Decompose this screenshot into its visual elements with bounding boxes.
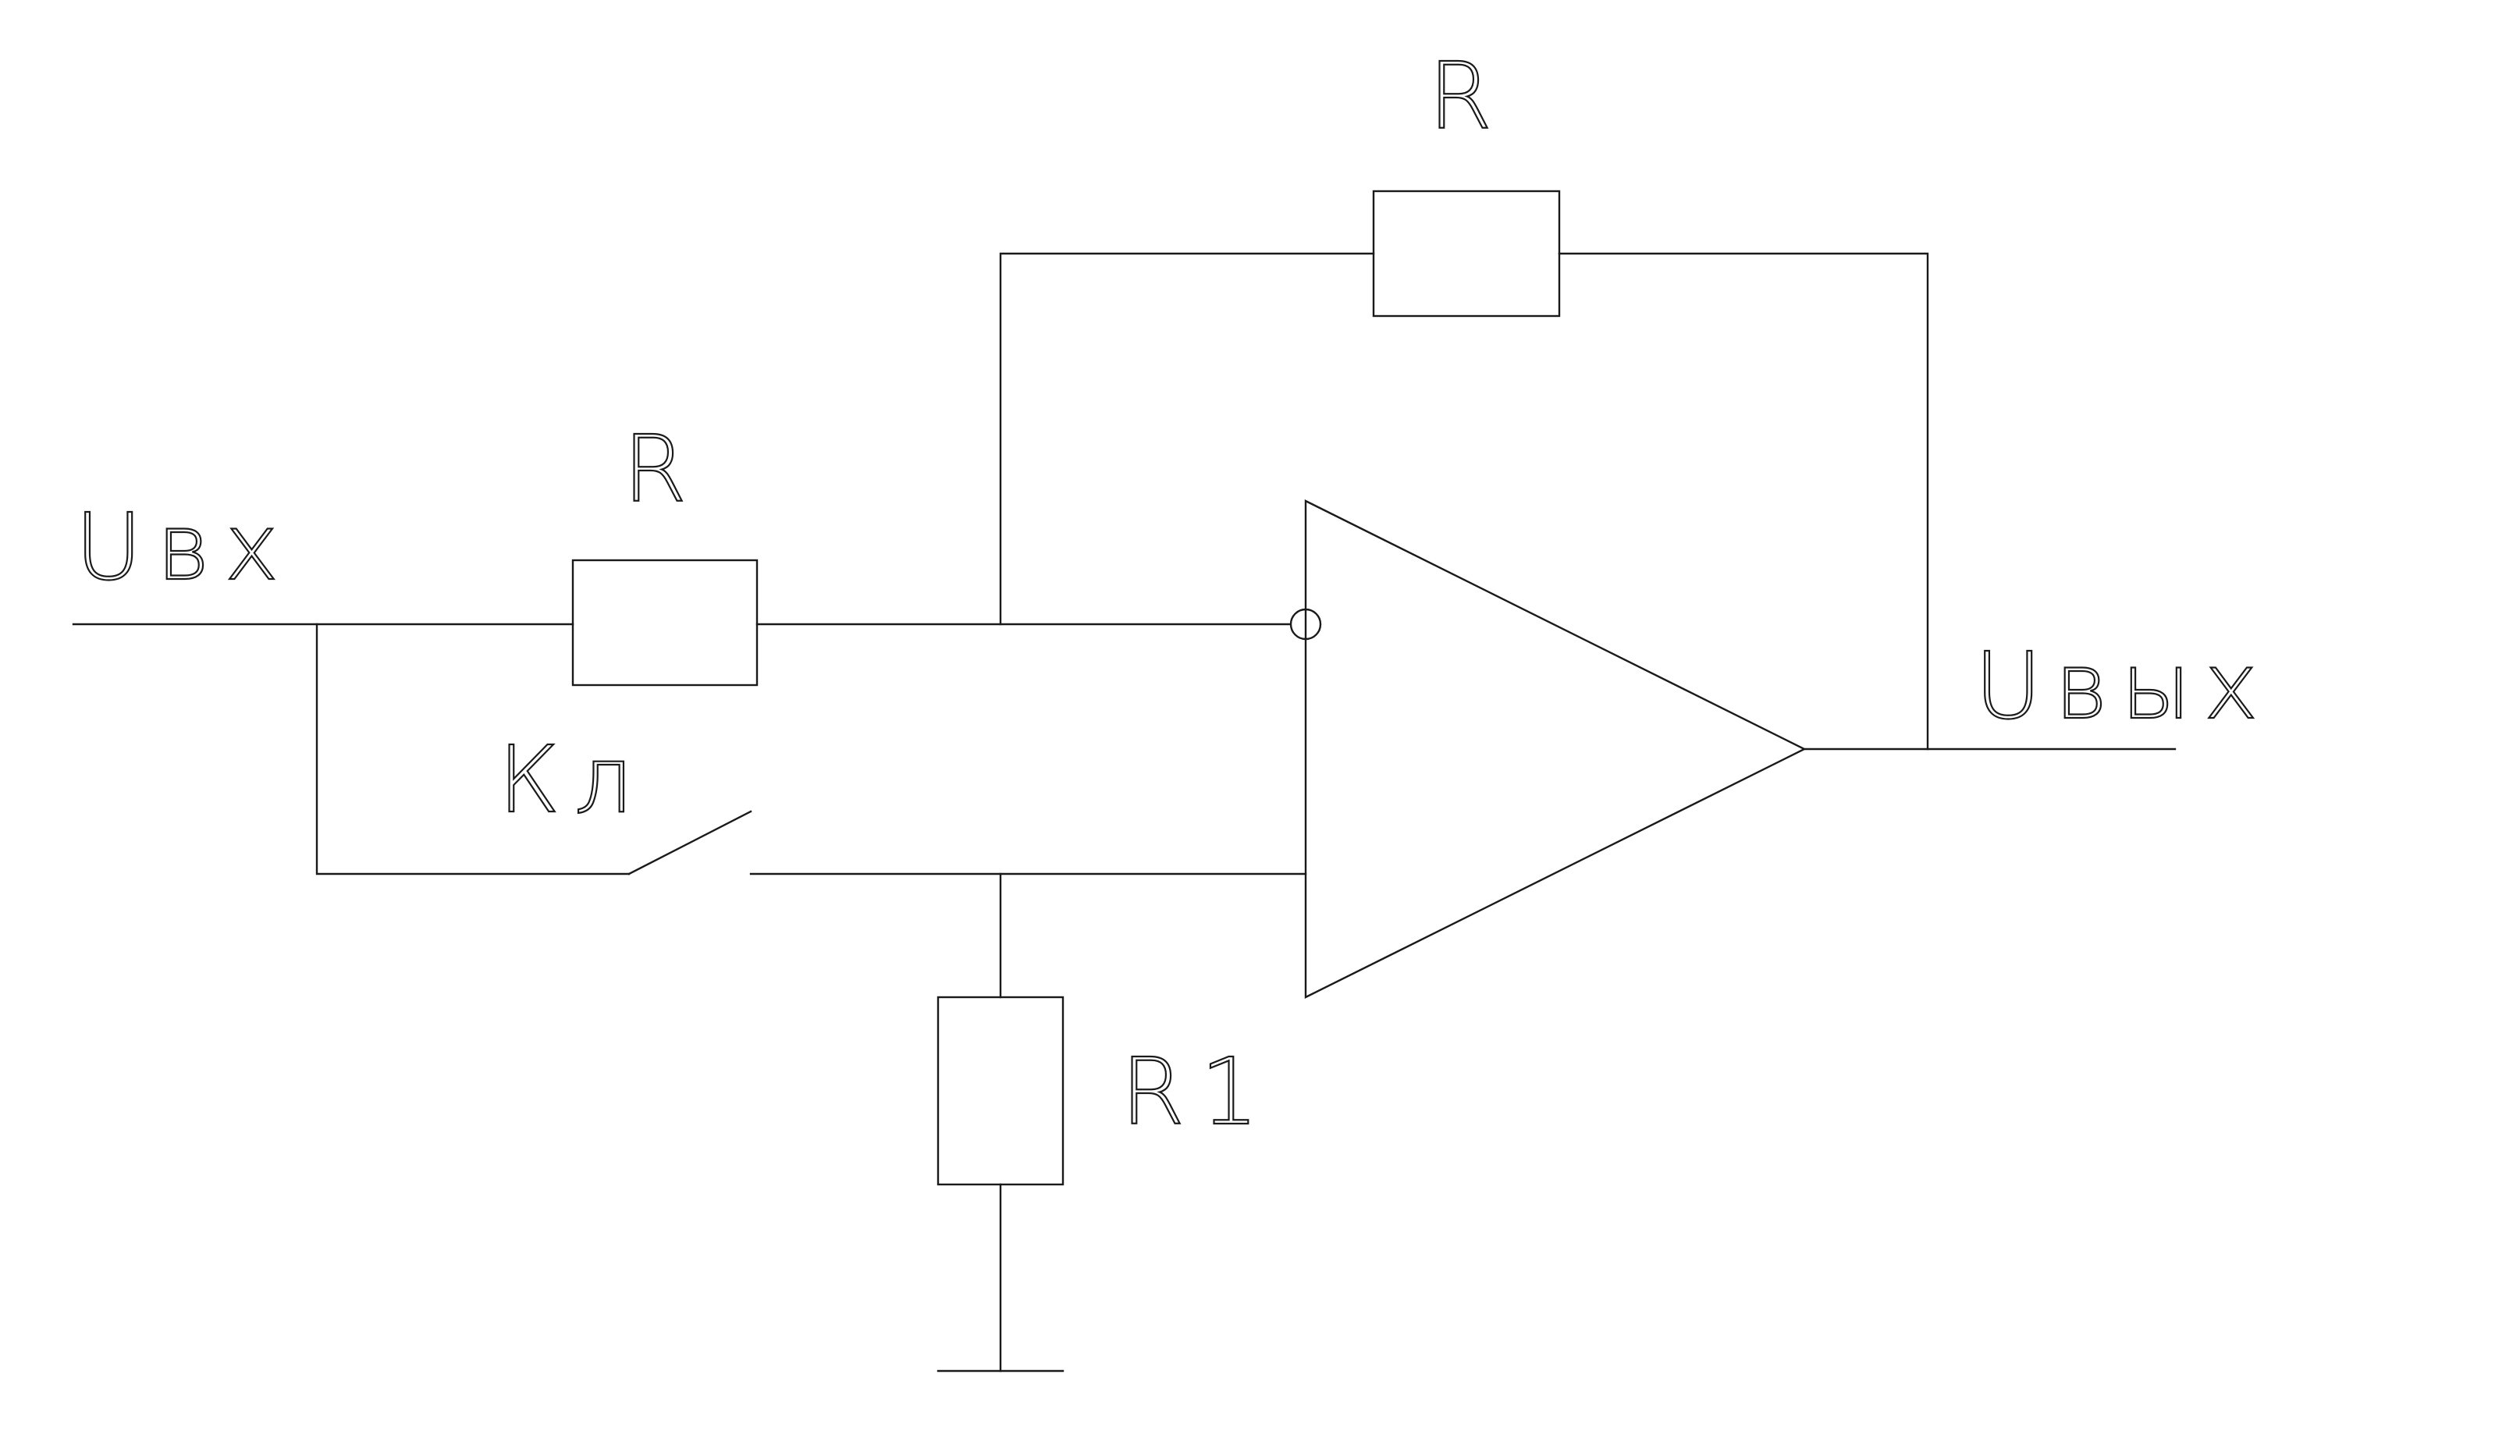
- ground-resistor-label: R1: [1121, 1038, 1274, 1145]
- switch-label: Кл: [498, 726, 647, 833]
- input-voltage-label: Uвх: [75, 493, 293, 601]
- switch: [627, 810, 752, 875]
- feedback-wire-right: [1558, 252, 1929, 751]
- input-resistor-label: R: [623, 415, 687, 523]
- switch-branch-wire: [315, 623, 631, 875]
- inverting-input-marker: [1289, 608, 1322, 641]
- input-resistor: [571, 559, 759, 687]
- ground-resistor: [937, 996, 1065, 1186]
- feedback-wire-left: [999, 252, 1375, 626]
- op-amp: [1304, 499, 1807, 999]
- output-voltage-label: Uвых: [1974, 632, 2271, 740]
- feedback-resistor-label: R: [1428, 42, 1492, 150]
- feedback-resistor: [1372, 190, 1561, 318]
